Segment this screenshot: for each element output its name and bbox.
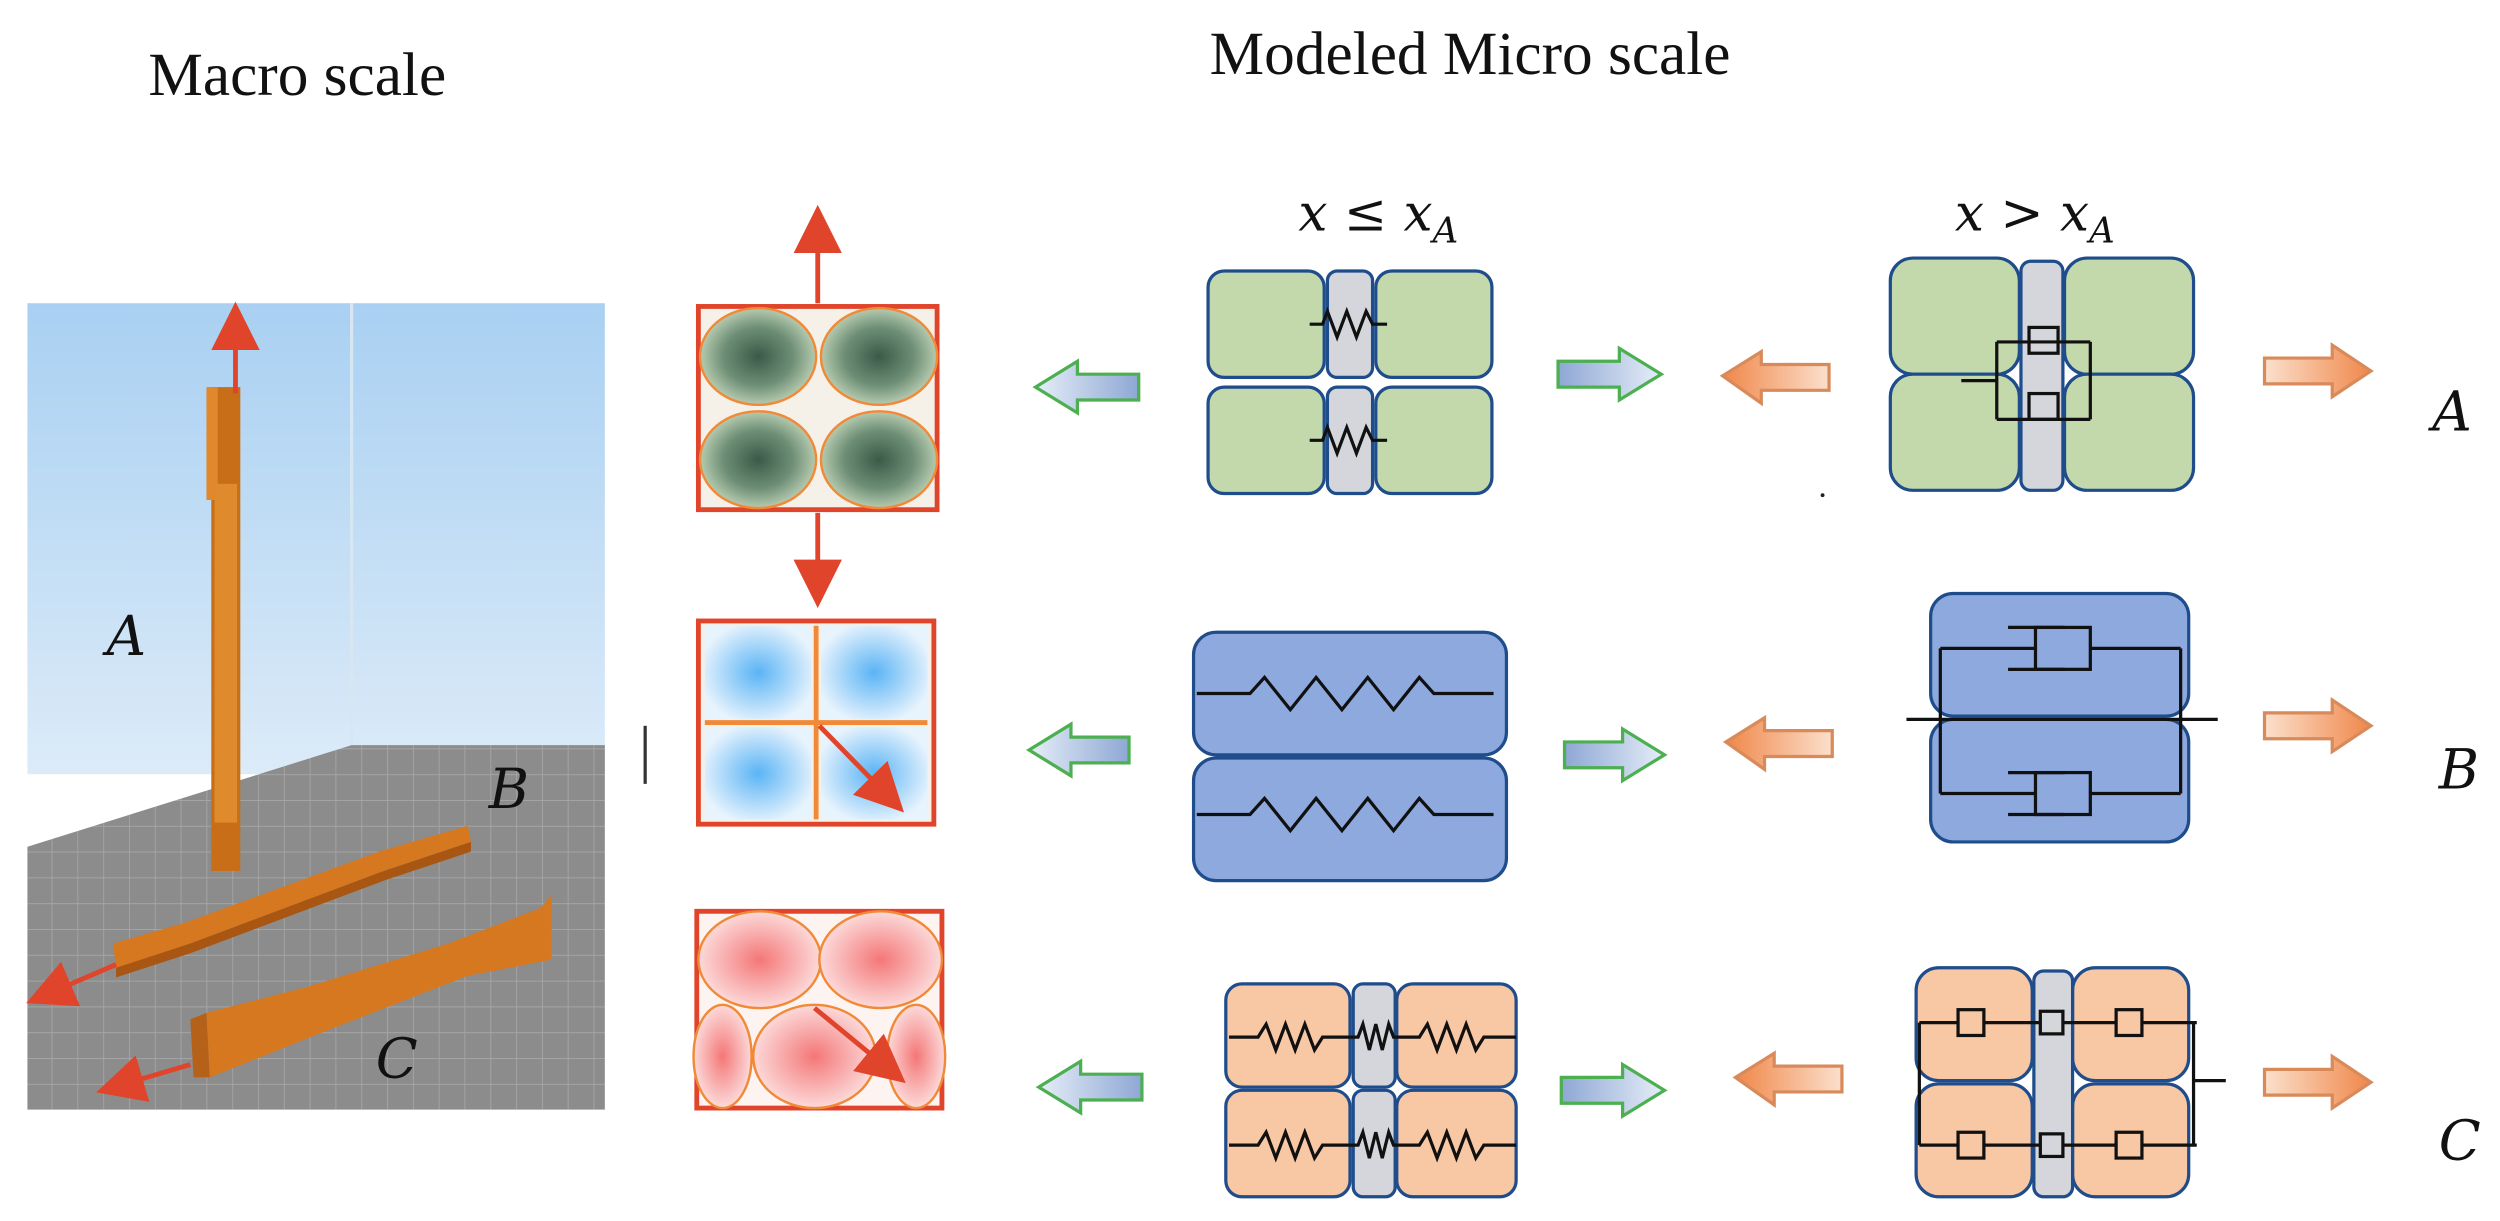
hollow-left-arrow-icon [1035,1058,1144,1116]
micro-b-elastic [1191,630,1509,883]
spring-icon [1229,1018,1517,1055]
dashpot-icon [1906,625,2218,817]
hollow-right-arrow-icon [1556,345,1665,403]
condition-left: x ≤ xA [1298,182,1459,253]
specimen-b [112,825,471,978]
hollow-right-arrow-icon [2262,342,2374,400]
hollow-right-arrow-icon [1562,726,1668,784]
arrows-orange-left [1719,348,1844,1108]
hollow-left-arrow-icon [1025,721,1131,779]
condition-right: x > xA [1954,182,2115,253]
row-label-b: B [2438,738,2480,804]
spring-icon [1229,1126,1517,1163]
arrows-left-column [1025,358,1144,1116]
micro-c-viscous [1914,966,2226,1199]
hollow-right-arrow-icon [1559,1061,1668,1120]
specimen-c [190,895,552,1078]
row-label-c: C [2438,1109,2481,1175]
macro-scene [26,301,605,1110]
macro-scale-title: Macro scale [148,41,447,110]
arrows-orange-right [2262,342,2374,1112]
grid-a [695,204,940,609]
hollow-right-arrow-icon [2262,1053,2374,1112]
specimen-a [206,387,241,871]
red-force-arrow-icon [817,724,904,813]
grid-c [692,908,947,1111]
red-force-arrow-icon [812,1006,906,1084]
micro-a-viscous [1888,256,2196,492]
spring-icon [1196,674,1494,713]
grid-b [695,618,937,827]
micro-a-elastic [1206,269,1494,496]
hollow-left-arrow-icon [1032,358,1141,416]
spring-icon [1309,306,1388,342]
sky-background [27,303,605,775]
micro-b-viscous [1906,591,2218,844]
micro-scale-title: Modeled Micro scale [1209,20,1731,89]
dashpot-icon [1961,325,2092,421]
micro-c-elastic [1224,982,1518,1199]
arrows-middle-right [1556,345,1668,1120]
specimen-label-c: C [375,1027,418,1092]
dashpot-icon [1917,1008,2226,1160]
hollow-left-arrow-icon [1732,1050,1844,1108]
hollow-left-arrow-icon [1719,348,1831,407]
red-force-arrow-icon [26,961,118,1007]
row-label-a: A [2432,380,2472,446]
spring-icon [1196,795,1494,834]
specimen-label-a: A [106,604,147,670]
spring-icon [1309,422,1388,458]
hollow-right-arrow-icon [2262,696,2374,755]
specimen-label-b: B [488,758,530,823]
hollow-left-arrow-icon [1722,714,1834,773]
red-force-arrow-icon [96,1055,192,1102]
